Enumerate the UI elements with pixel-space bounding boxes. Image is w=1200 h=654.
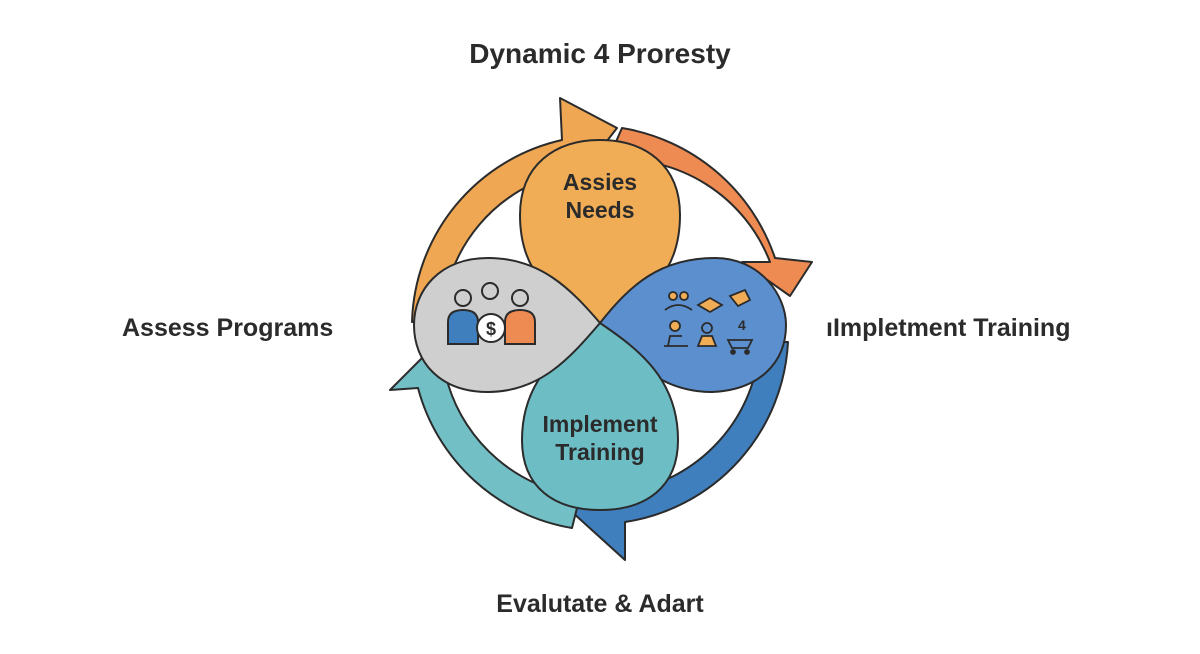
- petal-top-line1: Assies: [563, 169, 637, 195]
- svg-text:4: 4: [738, 317, 746, 333]
- label-implement-training-right: ıImpletment Training: [826, 314, 1071, 342]
- label-assess-programs: Assess Programs: [122, 314, 334, 342]
- petal-bottom-line1: Implement: [542, 411, 657, 437]
- arrow-bottom-left: [389, 349, 581, 529]
- svg-text:$: $: [486, 319, 496, 339]
- team-training-icons: 4: [664, 288, 754, 355]
- petal-implement-training: [520, 321, 680, 512]
- petal-top-line2: Needs: [565, 197, 634, 223]
- petal-bottom-line2: Training: [555, 439, 644, 465]
- people-dollar-icon: $: [447, 282, 536, 345]
- label-evaluate-adapt: Evalutate & Adart: [496, 590, 704, 618]
- diagram-title: Dynamic 4 Proresty: [469, 38, 731, 69]
